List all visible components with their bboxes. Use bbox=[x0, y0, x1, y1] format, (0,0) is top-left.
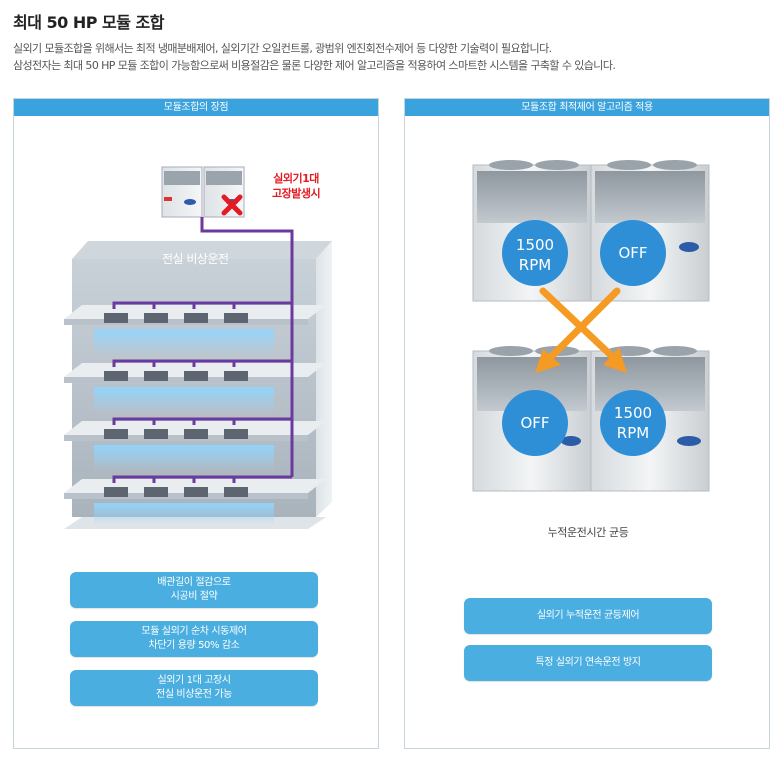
outdoor-units-illustration bbox=[472, 160, 710, 492]
status-badge-bottom-left bbox=[502, 390, 568, 456]
page-title: 최대 50 HP 모듈 조합 bbox=[13, 13, 164, 32]
benefit-line-1: 배관길이 절감으로 bbox=[157, 577, 231, 588]
benefit-line-1: 실외기 1대 고장시 bbox=[157, 675, 231, 686]
intro-line-2: 삼성전자는 최대 50 HP 모듈 조합이 가능함으로써 비용절감은 물론 다양… bbox=[13, 59, 616, 72]
failure-label: 실외기1대 고장발생시 bbox=[272, 171, 321, 201]
outdoor-unit-normal bbox=[161, 166, 203, 218]
benefit-piping-cost[interactable]: 배관길이 절감으로 시공비 절약 bbox=[70, 572, 318, 608]
status-line-2: RPM bbox=[616, 424, 650, 442]
feature-label: 특정 실외기 연속운전 방지 bbox=[535, 657, 641, 668]
refrigerant-pipe bbox=[112, 217, 294, 483]
benefit-line-1: 모듈 실외기 순차 시동제어 bbox=[141, 626, 247, 637]
status-line-1: 1500 bbox=[613, 404, 653, 422]
status-text-top-left: 1500 RPM bbox=[502, 235, 568, 275]
status-line-1: 1500 bbox=[515, 236, 555, 254]
status-text-bottom-left: OFF bbox=[520, 414, 550, 432]
cool-air-effect bbox=[94, 329, 274, 525]
benefit-line-2: 전실 비상운전 가능 bbox=[156, 689, 232, 700]
emergency-operation-label: 전실 비상운전 bbox=[162, 252, 229, 266]
feature-prevent-continuous-operation[interactable]: 특정 실외기 연속운전 방지 bbox=[464, 645, 712, 681]
status-badge-bottom-right bbox=[600, 390, 666, 456]
benefit-emergency-operation[interactable]: 실외기 1대 고장시 전실 비상운전 가능 bbox=[70, 670, 318, 706]
panel-header: 모듈조합 최적제어 알고리즘 적용 bbox=[405, 99, 769, 116]
intro-line-1: 실외기 모듈조합을 위해서는 최적 냉매분배제어, 실외기간 오일컨트롤, 광범… bbox=[13, 42, 552, 55]
feature-cumulative-operation[interactable]: 실외기 누적운전 균등제어 bbox=[464, 598, 712, 634]
status-text-bottom-right: 1500 RPM bbox=[600, 403, 666, 443]
benefit-sequential-start[interactable]: 모듈 실외기 순차 시동제어 차단기 용량 50% 감소 bbox=[70, 621, 318, 657]
failure-x-icon bbox=[221, 194, 243, 216]
benefit-line-2: 시공비 절약 bbox=[170, 591, 218, 602]
swap-arrows bbox=[535, 287, 627, 373]
panel-header: 모듈조합의 장점 bbox=[14, 99, 378, 116]
control-algorithm-panel: 모듈조합 최적제어 알고리즘 적용 bbox=[404, 98, 770, 749]
indoor-units bbox=[104, 313, 248, 497]
intro-text: 실외기 모듈조합을 위해서는 최적 냉매분배제어, 실외기간 오일컨트롤, 광범… bbox=[13, 40, 616, 74]
benefit-line-2: 차단기 용량 50% 감소 bbox=[148, 640, 240, 651]
building-illustration bbox=[64, 166, 332, 529]
failure-label-line-1: 실외기1대 bbox=[273, 172, 319, 185]
failure-label-line-2: 고장발생시 bbox=[272, 187, 321, 200]
status-badge-top-right bbox=[600, 220, 666, 286]
status-line-2: RPM bbox=[518, 256, 552, 274]
feature-label: 실외기 누적운전 균등제어 bbox=[536, 610, 640, 621]
operation-time-caption: 누적운전시간 균등 bbox=[547, 526, 629, 539]
module-benefits-panel: 모듈조합의 장점 bbox=[13, 98, 379, 749]
status-badge-top-left bbox=[502, 220, 568, 286]
status-text-top-right: OFF bbox=[618, 244, 648, 262]
